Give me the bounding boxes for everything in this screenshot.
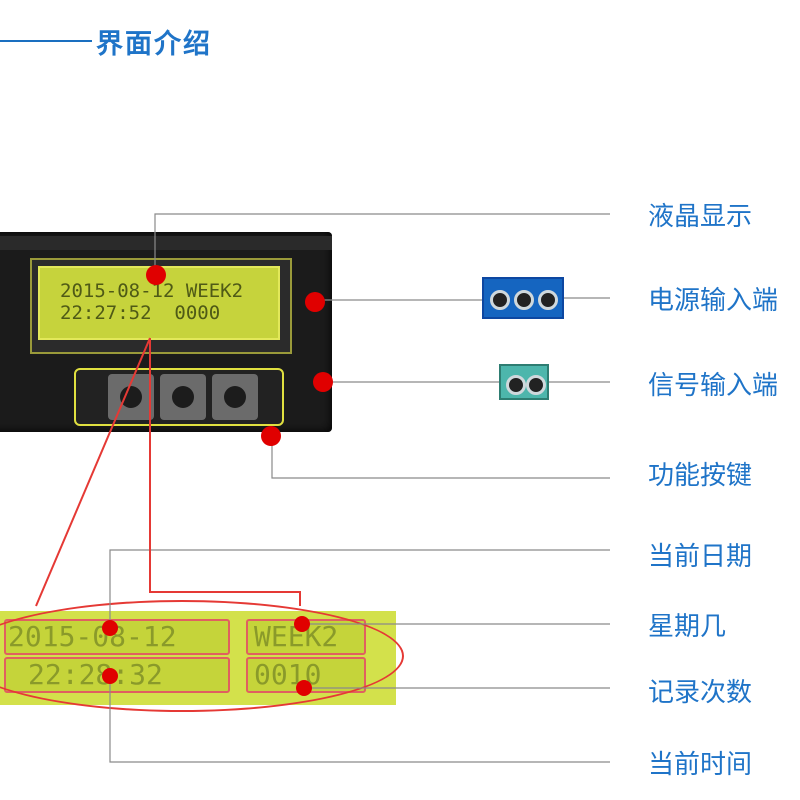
marker-week — [294, 616, 310, 632]
signal-terminal-block — [499, 364, 549, 400]
leader-current-time — [109, 676, 610, 763]
screw-icon — [490, 290, 510, 310]
leader-function-keys — [271, 436, 610, 479]
marker-lcd — [146, 265, 166, 285]
screw-icon — [526, 375, 546, 395]
label-function-keys: 功能按键 — [648, 461, 753, 491]
label-current-time: 当前时间 — [648, 750, 753, 780]
marker-date — [102, 620, 118, 636]
screw-icon — [506, 375, 526, 395]
zoom-callout-right — [149, 338, 301, 606]
screw-icon — [514, 290, 534, 310]
lcd-line-1: 2015-08-12 WEEK2 — [60, 280, 244, 302]
leader-lcd-display — [154, 213, 610, 272]
power-terminal-block — [482, 277, 564, 319]
function-button-2[interactable] — [160, 374, 206, 420]
marker-signal — [313, 372, 333, 392]
marker-count — [296, 680, 312, 696]
label-lcd-display: 液晶显示 — [648, 202, 753, 232]
label-weekday: 星期几 — [648, 612, 727, 642]
label-current-date: 当前日期 — [648, 542, 753, 572]
zoom-highlight-ellipse — [0, 600, 404, 712]
label-record-count: 记录次数 — [648, 678, 753, 708]
page-title: 界面介绍 — [96, 29, 212, 60]
screw-icon — [538, 290, 558, 310]
header-rule — [0, 40, 92, 42]
leader-current-date — [109, 549, 610, 628]
marker-keys — [261, 426, 281, 446]
board-header-strip — [0, 236, 332, 250]
label-power-input: 电源输入端 — [648, 286, 779, 316]
marker-power — [305, 292, 325, 312]
lcd-line-2: 22:27:52 0000 — [60, 302, 221, 324]
zoom-callout-left — [35, 337, 151, 607]
function-button-3[interactable] — [212, 374, 258, 420]
marker-time — [102, 668, 118, 684]
label-signal-input: 信号输入端 — [648, 371, 779, 401]
